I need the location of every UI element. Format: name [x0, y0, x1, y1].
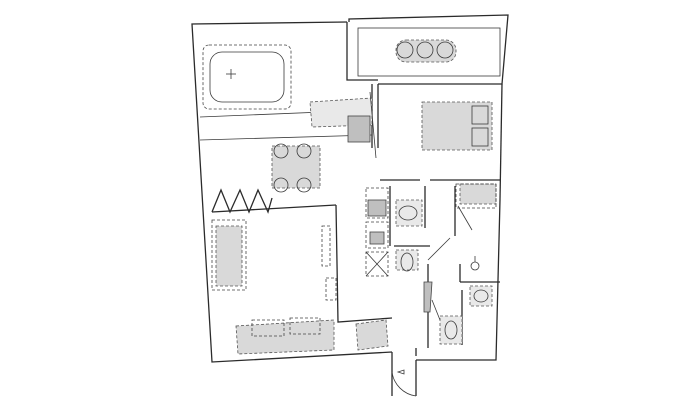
corridor-cabinet: [423, 281, 441, 321]
bed: [421, 101, 493, 151]
outer-walls: [191, 14, 509, 363]
washer-column: [365, 187, 389, 277]
toilet-wc: [439, 315, 463, 345]
kitchen-counter: [309, 91, 377, 159]
toilet-main: [395, 249, 419, 272]
bathroom-sink: [395, 199, 423, 227]
balcony: [357, 27, 501, 77]
bathroom-door: [427, 205, 473, 261]
shower: [455, 183, 497, 209]
folding-door: [211, 188, 273, 214]
wall-unit: [321, 225, 337, 301]
dining-set: [271, 143, 321, 193]
sofa-left: [211, 219, 247, 291]
sofa-bottom: [235, 317, 335, 355]
entrance-door: [391, 352, 417, 397]
bathtub: [202, 44, 292, 110]
armchair: [355, 319, 389, 351]
wc-sink: [469, 285, 493, 307]
light-fixture: [470, 256, 480, 271]
